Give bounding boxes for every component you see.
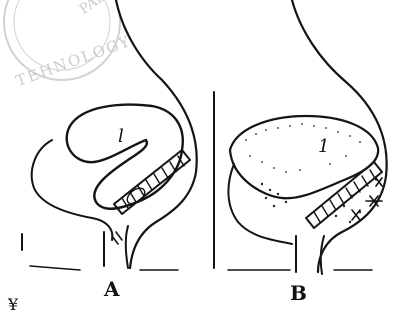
panel-b-hatched-rod <box>306 162 382 228</box>
panel-a-cavity <box>67 105 183 209</box>
panel-a-label: A <box>103 277 120 301</box>
panel-a-region-label: l <box>118 126 124 147</box>
corner-mark: ¥ <box>7 295 19 314</box>
svg-text:PAL: PAL <box>77 0 109 18</box>
panel-b-label: B <box>290 281 307 305</box>
panel-a-stem-right <box>126 226 128 268</box>
panel-b-region-label: 1 <box>318 136 329 157</box>
panel-b-stem-right <box>321 236 324 274</box>
svg-text:TEHNOLOGY: TEHNOLOGY <box>14 32 134 90</box>
panel-b-drawing <box>228 0 387 274</box>
library-stamp-watermark: TEHNOLOGY PAL <box>4 0 134 90</box>
panel-b-stippling <box>245 123 361 223</box>
panel-b-body <box>228 164 292 244</box>
